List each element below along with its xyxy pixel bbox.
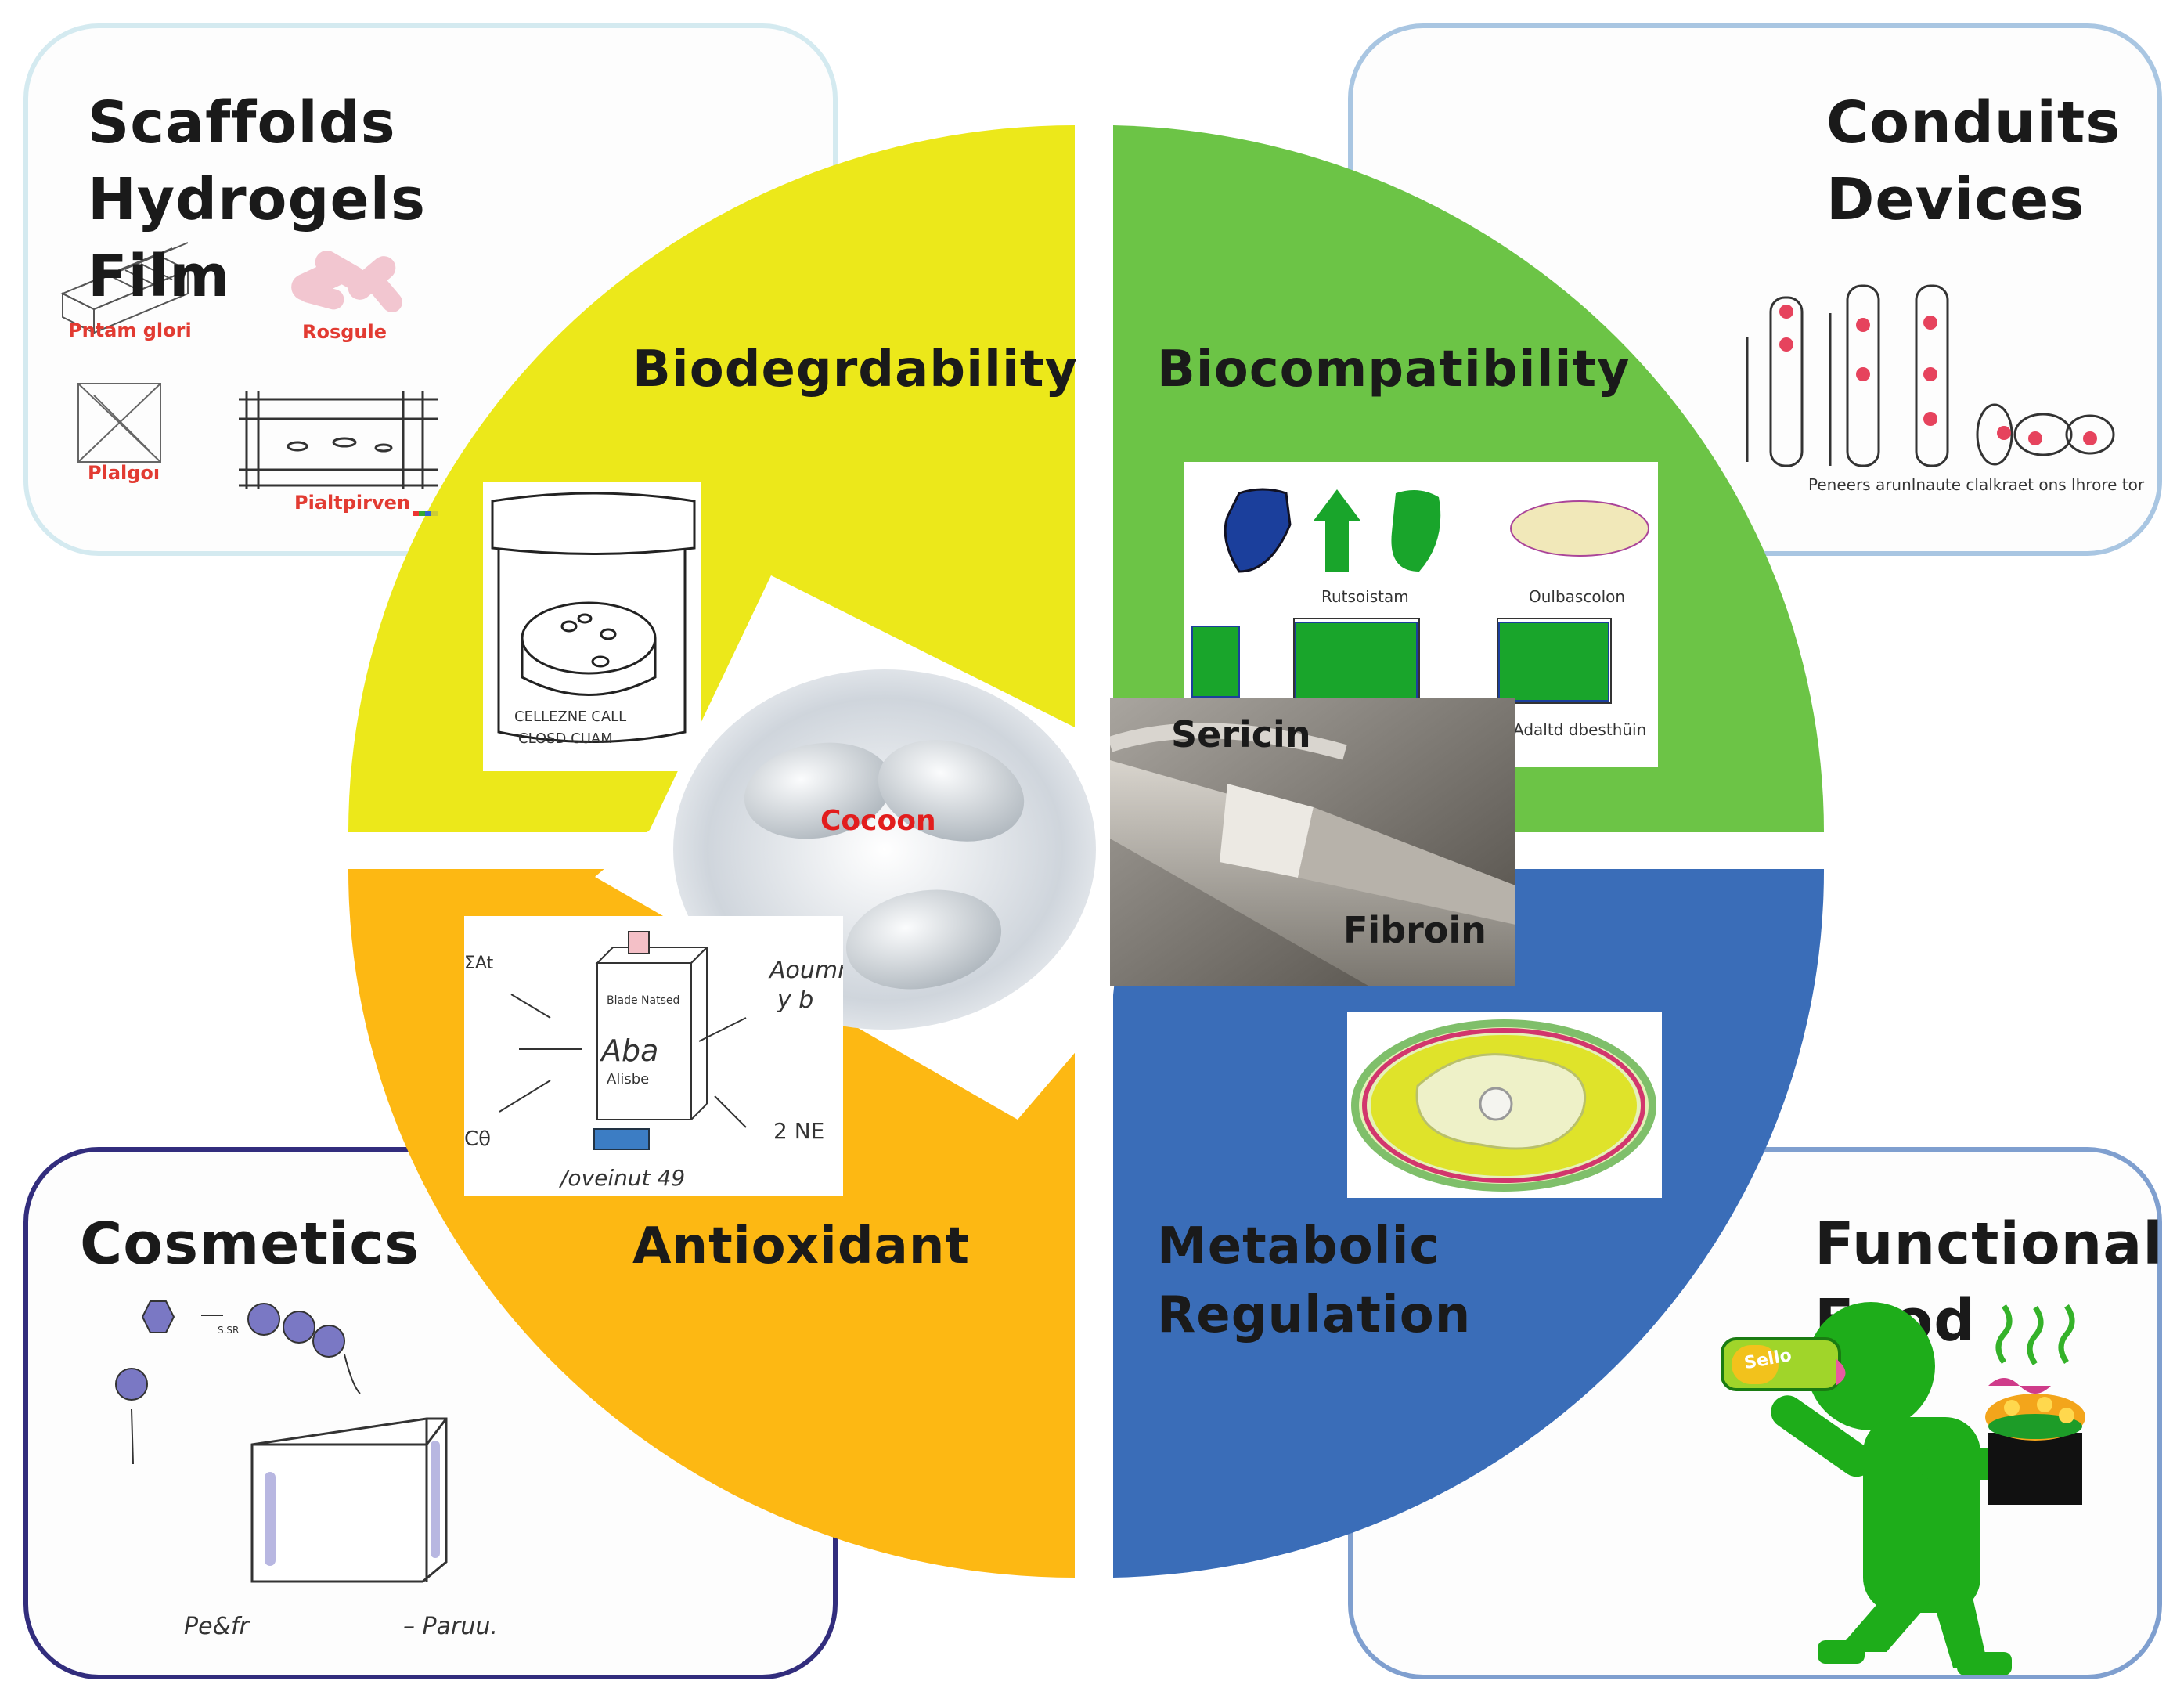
antiox-sketch [499,931,747,1150]
cosmetic-caption-right: – Paruu. [403,1613,498,1640]
jar-caption-1: CELLEZNE CALL [514,709,627,725]
cocoon-shapes [744,740,1025,990]
conduit-cell-dots [1779,305,2097,445]
fiber-sem-photo: Sericin Fibroin [1110,698,1515,986]
functional-line: Functional [1815,1210,2164,1278]
cube-wireframe-icon [77,383,161,463]
film-sublabel: Pialtpirven [294,492,410,514]
conduits-title: Conduits Devices [1826,85,2121,238]
color-strip-icon [413,511,438,516]
antiox-note-6: /oveinut 49 [560,1165,686,1191]
devices-line: Devices [1826,166,2085,233]
cell-cross-section [1351,1019,1656,1192]
metabolic-regulation-title: Metabolic Regulation [1157,1212,1471,1350]
regulation-line: Regulation [1157,1286,1472,1344]
conduit-tubes-icon [1746,284,2115,467]
hydrogels-line: Hydrogels [88,166,427,233]
food-pot-icon [1985,1378,2085,1505]
metabolic-line: Metabolic [1157,1217,1440,1275]
biocompat-label-3: Adaltd dbesthüin [1513,720,1647,739]
film-layer-icon [239,391,438,489]
antiox-bottle-text-1: Blade Natsed [607,994,680,1007]
box-shading [265,1441,440,1566]
molecule-chain-icon [115,1300,345,1401]
biocompat-label-2: Oulbascolon [1529,587,1626,606]
cosmetics-line: Cosmetics [80,1210,420,1278]
antiox-bottle-text-3: Alisbe [607,1071,650,1087]
cosmetic-box-icon [250,1417,448,1583]
antiox-note-2: Aoumn [769,957,843,984]
antioxidant-title: Antioxidant [632,1217,970,1275]
scaffolds-title: Scaffolds Hydrogels Film [88,85,426,315]
hydrogel-sublabel: Rosgule [302,321,387,343]
antiox-note-3: y b [777,986,814,1014]
cosmetic-arrows [131,1354,361,1465]
film-line: Film [88,243,231,310]
cube-sublabel: Plalgoı [88,462,160,484]
walking-person-icon [1771,1302,2027,1675]
fibroin-label: Fibroin [1343,909,1487,951]
fiber-sem-drawing [1110,698,1515,986]
conduit-caption: Peneers arunlnaute clalkraet ons lhrore … [1808,475,2145,494]
sericin-label: Sericin [1171,713,1311,756]
jar-caption-2: CLOSD CUAM [518,730,613,747]
molecule-note: S.SR [218,1325,240,1336]
antiox-note-1: ΣAt [464,954,494,973]
antioxidant-panel: Blade Natsed Aba Alisbe ΣAt Aoumn y b Cθ… [464,916,843,1196]
biocompat-label-1: Rutsoistam [1321,587,1409,606]
metabolic-cell-panel [1347,1012,1662,1198]
scaffold-grid-icon [60,242,190,334]
biocompatibility-panel: Rutsoistam Oulbascolon Adaltd dbesthüin [1184,462,1658,767]
scaffolds-line: Scaffolds [88,89,396,157]
cosmetic-caption-left: Pe&fr [184,1613,249,1640]
bottle-icon [1721,1337,1846,1391]
biodegradability-title: Biodegrdability [632,341,1079,399]
antiox-note-5: 2 NE [773,1118,825,1144]
antiox-note-4: Cθ [464,1127,492,1151]
conduits-line: Conduits [1826,89,2121,157]
biocompat-figures [1191,488,1649,709]
antiox-bottle-text-2: Aba [601,1033,659,1068]
jar-sketch [491,492,696,743]
steam-icon [1995,1304,2075,1366]
biocompatibility-title: Biocompatibility [1157,341,1631,399]
degradation-jar-panel: CELLEZNE CALL CLOSD CUAM [483,482,701,771]
scaffold-sublabel: Pntam glori [68,319,192,341]
hydrogel-blob-icon [291,251,402,313]
cocoon-label: Cocoon [820,805,936,837]
cosmetics-title: Cosmetics [80,1206,420,1282]
